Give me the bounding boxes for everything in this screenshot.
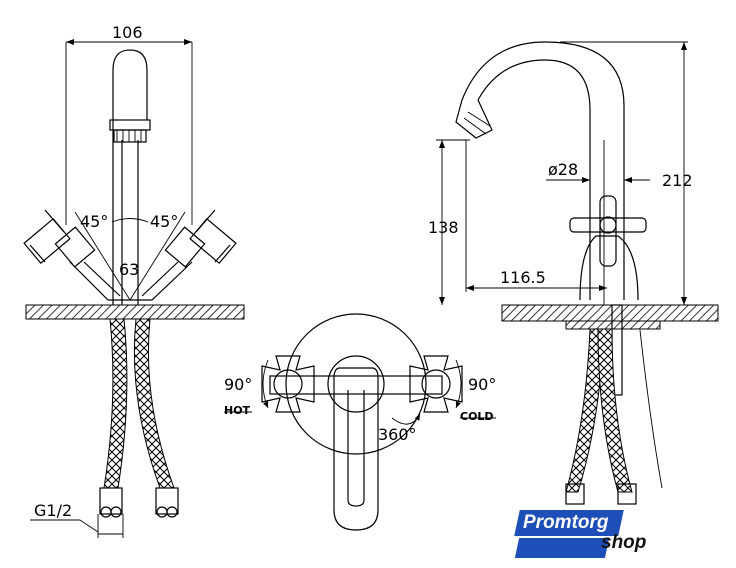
right-angle-label: 45° xyxy=(150,212,178,231)
logo-suffix-text: shop xyxy=(601,532,647,553)
front-right-handle xyxy=(164,209,237,268)
cold-label: COLD xyxy=(460,410,494,423)
base-plate-circle xyxy=(285,313,427,455)
spout-reach-label: 116.5 xyxy=(500,268,546,287)
top-right-handle xyxy=(409,355,463,413)
hot-label: HOT xyxy=(224,404,251,417)
left-rotation-label: 90° xyxy=(224,375,252,394)
spout-rotation-label: 360° xyxy=(378,425,417,444)
spout-height-label: 138 xyxy=(428,218,459,237)
logo-brand-text: Promtorg xyxy=(523,512,609,533)
right-rotation-label: 90° xyxy=(468,375,496,394)
side-handle xyxy=(569,195,647,267)
front-view: 106 45° xyxy=(23,23,245,538)
side-countertop xyxy=(501,304,719,322)
spout-diameter-label: ø28 xyxy=(548,160,578,179)
left-angle-label: 45° xyxy=(80,212,108,231)
thread-size-label: G1/2 xyxy=(34,501,72,520)
front-countertop xyxy=(25,304,245,320)
logo-accent-bar xyxy=(514,538,610,558)
total-height-label: 212 xyxy=(662,171,693,190)
front-left-handle xyxy=(23,209,96,268)
top-view: 90° 90° HOT COLD 360° xyxy=(224,313,496,531)
top-left-handle xyxy=(261,355,315,413)
width-dimension-label: 106 xyxy=(112,23,143,42)
promtorg-shop-logo: Promtorg shop xyxy=(514,510,657,560)
side-view: ø28 212 138 116.5 xyxy=(428,41,719,505)
handle-spacing-label: 63 xyxy=(119,260,139,279)
